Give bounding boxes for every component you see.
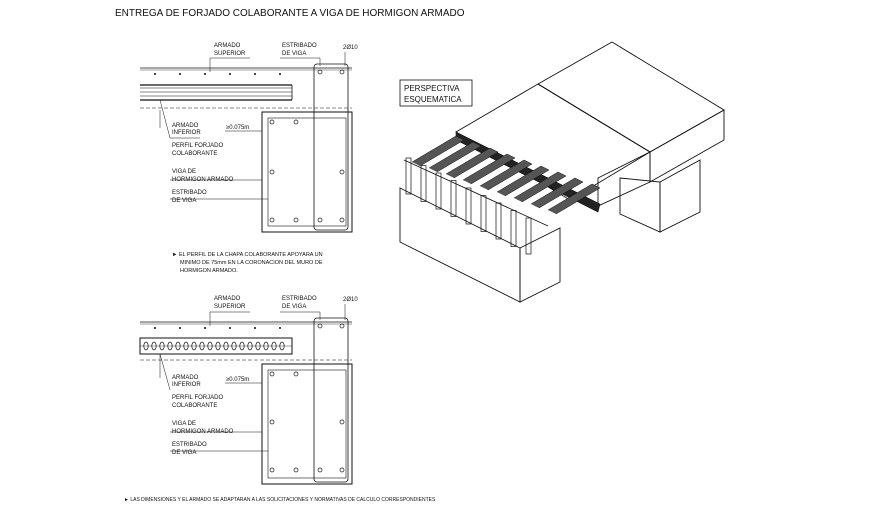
perspective-label-box: [399, 79, 473, 107]
label-viga-2: HORMIGON ARMADO: [172, 177, 234, 183]
label-perfil-2: COLABORANTE: [172, 151, 217, 157]
rebar-stirrup: [510, 210, 517, 247]
label-armado-superior-2: SUPERIOR: [214, 51, 246, 57]
deck-rib: [199, 341, 205, 351]
beam-stirrup: [267, 117, 347, 227]
rebar-cage: [403, 157, 549, 255]
label-estribado-1: ESTRIBADO: [172, 190, 207, 196]
label-perfil-b2: COLABORANTE: [172, 403, 217, 409]
slab-stirrup: [313, 63, 349, 231]
deck-strip: [428, 141, 482, 173]
perspective-label-2: ESQUEMATICA: [404, 95, 462, 104]
steel-deck-bottom: [139, 337, 293, 355]
label-armado-inferior-b2: INFERIOR: [172, 382, 201, 388]
deck-strip: [513, 171, 567, 203]
label-dimension: ≥0.075m: [226, 125, 249, 131]
deck-rib: [175, 341, 181, 351]
label-armado-superior-b1: ARMADO: [214, 296, 241, 302]
deck-rib: [207, 341, 213, 351]
drawing-title: ENTREGA DE FORJADO COLABORANTE A VIGA DE…: [115, 8, 465, 19]
deck-rib: [263, 341, 269, 351]
deck-rib: [255, 341, 261, 351]
perspective-view: PERSPECTIVA ESQUEMATICA: [399, 41, 725, 303]
deck-rib: [191, 341, 197, 351]
deck-rib: [247, 341, 253, 351]
deck-strip: [496, 165, 550, 197]
deck-rib: [215, 341, 221, 351]
rebar-stirrup: [405, 157, 412, 195]
rebar-stirrup: [525, 217, 532, 255]
deck-rib: [183, 341, 189, 351]
label-perfil-b1: PERFIL FORJADO: [172, 395, 223, 401]
rebar-stirrup: [480, 195, 487, 232]
label-estribado-viga-2: DE VIGA: [282, 51, 306, 57]
beam-bars: [269, 69, 345, 223]
label-viga-b1: VIGA DE: [172, 421, 196, 427]
label-dimension-b: ≥0.075m: [226, 377, 249, 383]
note-line-2: MINIMO DE 75mm EN LA CORONACION DEL MURO…: [180, 260, 323, 266]
deck-rib: [159, 341, 165, 351]
deck-strip: [462, 153, 516, 185]
beam-bars-bottom: [269, 323, 345, 473]
slab-stirrup-bottom: [313, 317, 349, 483]
label-viga-1: VIGA DE: [172, 169, 196, 175]
section-detail-top: ARMADO SUPERIOR ESTRIBADO DE VIGA 2Ø10 A…: [140, 43, 358, 274]
deck-strip: [445, 147, 499, 179]
section-detail-bottom: ARMADO SUPERIOR ESTRIBADO DE VIGA 2Ø10 A…: [139, 296, 358, 485]
label-armado-superior-1: ARMADO: [214, 43, 241, 49]
rebar-stirrup: [495, 202, 502, 240]
label-estribado-b2: DE VIGA: [172, 450, 196, 456]
note-line-1: ► EL PERFIL DE LA CHAPA COLABORANTE APOY…: [172, 252, 323, 258]
rebar-stirrup: [450, 180, 457, 217]
label-estribado-viga-1: ESTRIBADO: [282, 43, 317, 49]
deck-strip: [547, 183, 601, 215]
perspective-label-1: PERSPECTIVA: [404, 84, 460, 93]
deck-rib: [167, 341, 173, 351]
label-viga-b2: HORMIGON ARMADO: [172, 429, 234, 435]
label-estribado-2: DE VIGA: [172, 198, 196, 204]
beam-stirrup-bottom: [267, 369, 347, 479]
deck-rib: [279, 341, 285, 351]
label-estribado-b1: ESTRIBADO: [172, 442, 207, 448]
deck-strip: [411, 135, 465, 167]
label-armado-inferior-2: INFERIOR: [172, 130, 201, 136]
deck-strip: [479, 159, 533, 191]
top-rebar-dots-bottom: [154, 327, 281, 329]
note-line-3: HORMIGON ARMADO.: [180, 268, 238, 274]
deck-strip: [530, 177, 584, 209]
label-armado-inferior-1: ARMADO: [172, 123, 199, 129]
concrete-beam: [261, 111, 353, 233]
label-armado-inferior-b1: ARMADO: [172, 375, 199, 381]
label-bars: 2Ø10: [343, 45, 358, 51]
deck-rib: [239, 341, 245, 351]
label-estribado-viga-b2: DE VIGA: [282, 304, 306, 310]
corrugated-deck: [411, 135, 601, 215]
rebar-stirrup: [465, 187, 472, 225]
label-bars-b: 2Ø10: [343, 297, 358, 303]
deck-rib: [151, 341, 157, 351]
steel-deck-top: [140, 84, 293, 101]
concrete-beam-bottom: [261, 363, 353, 485]
top-rebar-dots: [154, 73, 281, 75]
label-perfil-1: PERFIL FORJADO: [172, 143, 223, 149]
label-estribado-viga-b1: ESTRIBADO: [282, 296, 317, 302]
rebar-stirrup: [435, 172, 442, 210]
label-armado-superior-b2: SUPERIOR: [214, 304, 246, 310]
deck-rib: [231, 341, 237, 351]
rebar-stirrup: [420, 165, 427, 202]
deck-rib: [271, 341, 277, 351]
slab-top-2: [537, 41, 725, 153]
rebar-longitudinal: [403, 159, 549, 227]
deck-rib: [143, 341, 149, 351]
deck-rib: [223, 341, 229, 351]
footer-note: ► LAS DIMENSIONES Y EL ARMADO SE ADAPTAR…: [124, 497, 436, 503]
